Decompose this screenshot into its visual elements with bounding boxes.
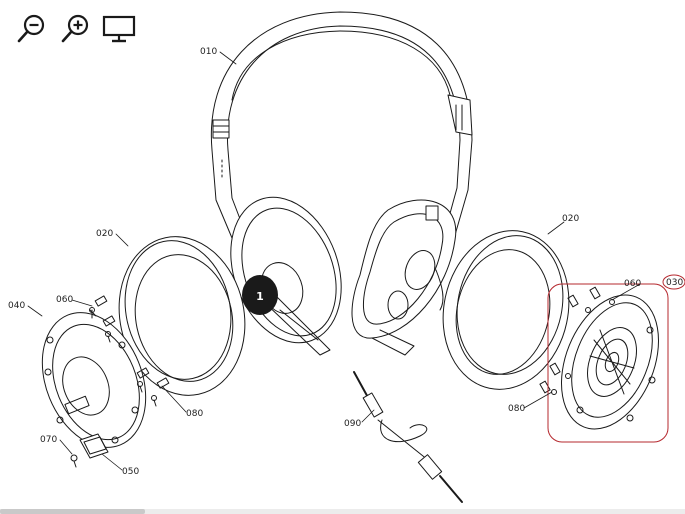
- zoom-in-button[interactable]: [58, 12, 92, 46]
- highlight-ring-030: [662, 274, 685, 290]
- callout-060-right: 060: [624, 279, 641, 289]
- zoom-in-icon: [61, 14, 89, 43]
- horizontal-scrollbar[interactable]: [0, 509, 685, 514]
- callout-010: 010: [200, 47, 217, 57]
- callout-040: 040: [8, 301, 25, 311]
- display-button[interactable]: [102, 12, 136, 46]
- audio-cable: [353, 371, 463, 503]
- zoom-out-button[interactable]: [14, 12, 48, 46]
- monitor-icon: [102, 15, 136, 43]
- sennheiser-logo-badge: 1: [242, 275, 278, 315]
- left-earpad: [118, 236, 246, 396]
- headband: [210, 11, 473, 271]
- callout-030: 030: [666, 278, 683, 288]
- left-small-parts: [70, 295, 170, 468]
- callout-020-left: 020: [96, 229, 113, 239]
- leader-lines: [27, 51, 641, 471]
- callout-050: 050: [122, 467, 139, 477]
- callout-080-left: 080: [186, 409, 203, 419]
- callout-060-left: 060: [56, 295, 73, 305]
- right-earcup: [351, 199, 457, 356]
- callout-020-right: 020: [562, 214, 579, 224]
- viewer-toolbar: [14, 12, 136, 46]
- right-driver-plate: [561, 294, 659, 430]
- zoom-out-icon: [17, 14, 45, 43]
- right-small-parts: [539, 286, 615, 395]
- right-earpad: [442, 230, 570, 390]
- callout-090: 090: [344, 419, 361, 429]
- logo-badge-text: 1: [256, 290, 264, 303]
- left-driver-plate: [41, 312, 147, 448]
- callout-070: 070: [40, 435, 57, 445]
- callout-080-right: 080: [508, 404, 525, 414]
- scrollbar-thumb[interactable]: [0, 509, 145, 514]
- highlight-box-030: [547, 283, 669, 443]
